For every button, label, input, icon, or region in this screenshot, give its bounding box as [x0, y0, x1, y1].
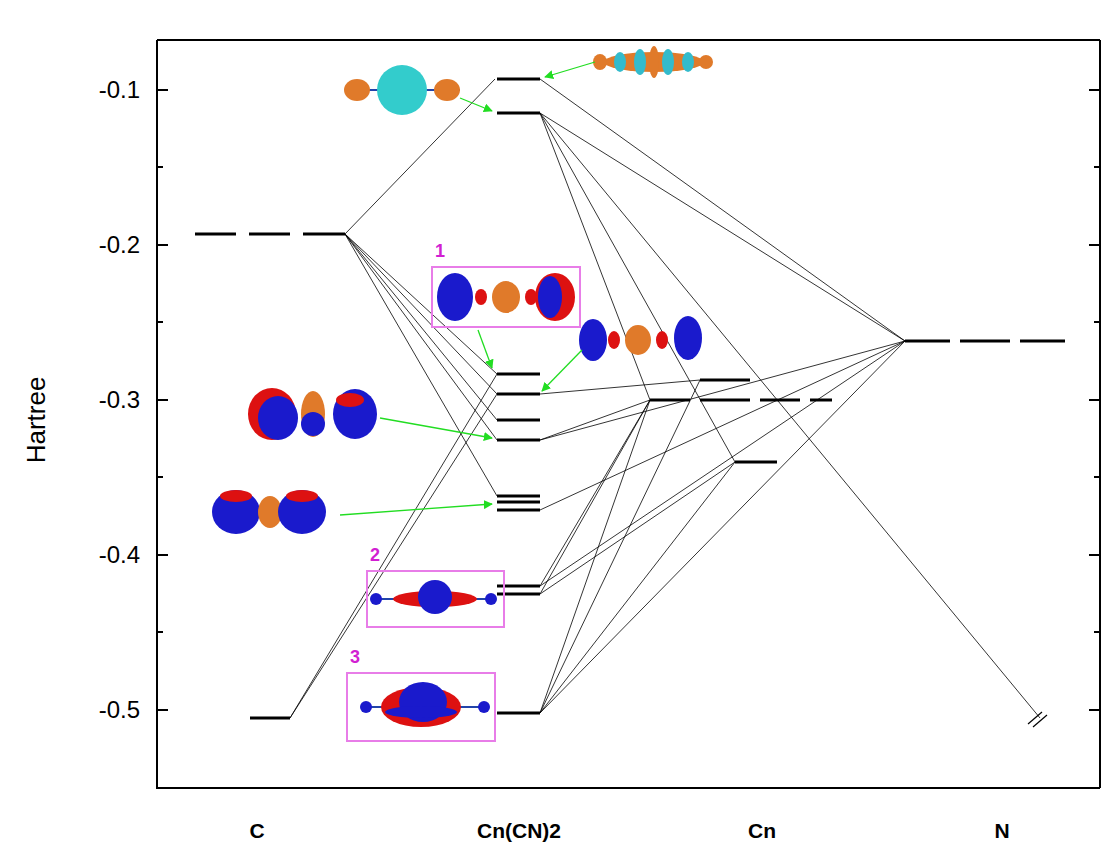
energy-levels	[195, 79, 1065, 718]
axis-title: Hartree	[23, 377, 49, 464]
callout-number: 2	[370, 546, 380, 564]
orbital-pi-large	[248, 388, 377, 440]
category-label: C	[249, 820, 264, 841]
highlight-box: 3	[346, 672, 496, 742]
tick-label: -0.2	[99, 233, 140, 257]
category-label: N	[994, 820, 1009, 841]
correlation-lines	[290, 79, 1040, 718]
orbital-top-cyan	[344, 65, 460, 115]
orbital-right-chain	[579, 316, 702, 361]
orbital-pi-small	[212, 490, 326, 534]
tick-label: -0.1	[99, 78, 140, 102]
orbital-box-1	[437, 273, 575, 321]
callout-number: 3	[350, 648, 360, 666]
orbital-box-2	[370, 580, 497, 614]
highlight-box: 2	[366, 570, 505, 628]
orbital-top-banded	[593, 46, 713, 78]
axis-ticks	[157, 90, 1100, 710]
tick-label: -0.3	[99, 388, 140, 412]
axis-break	[1028, 712, 1047, 727]
orbital-box-3	[360, 682, 490, 727]
category-label: Cn(CN)2	[477, 820, 561, 841]
pointer-arrows	[340, 62, 595, 515]
category-label: Cn	[748, 820, 776, 841]
tick-label: -0.4	[99, 543, 140, 567]
tick-label: -0.5	[99, 698, 140, 722]
axis-frame	[156, 40, 1100, 789]
callout-number: 1	[435, 242, 445, 260]
highlight-box: 1	[431, 266, 581, 328]
